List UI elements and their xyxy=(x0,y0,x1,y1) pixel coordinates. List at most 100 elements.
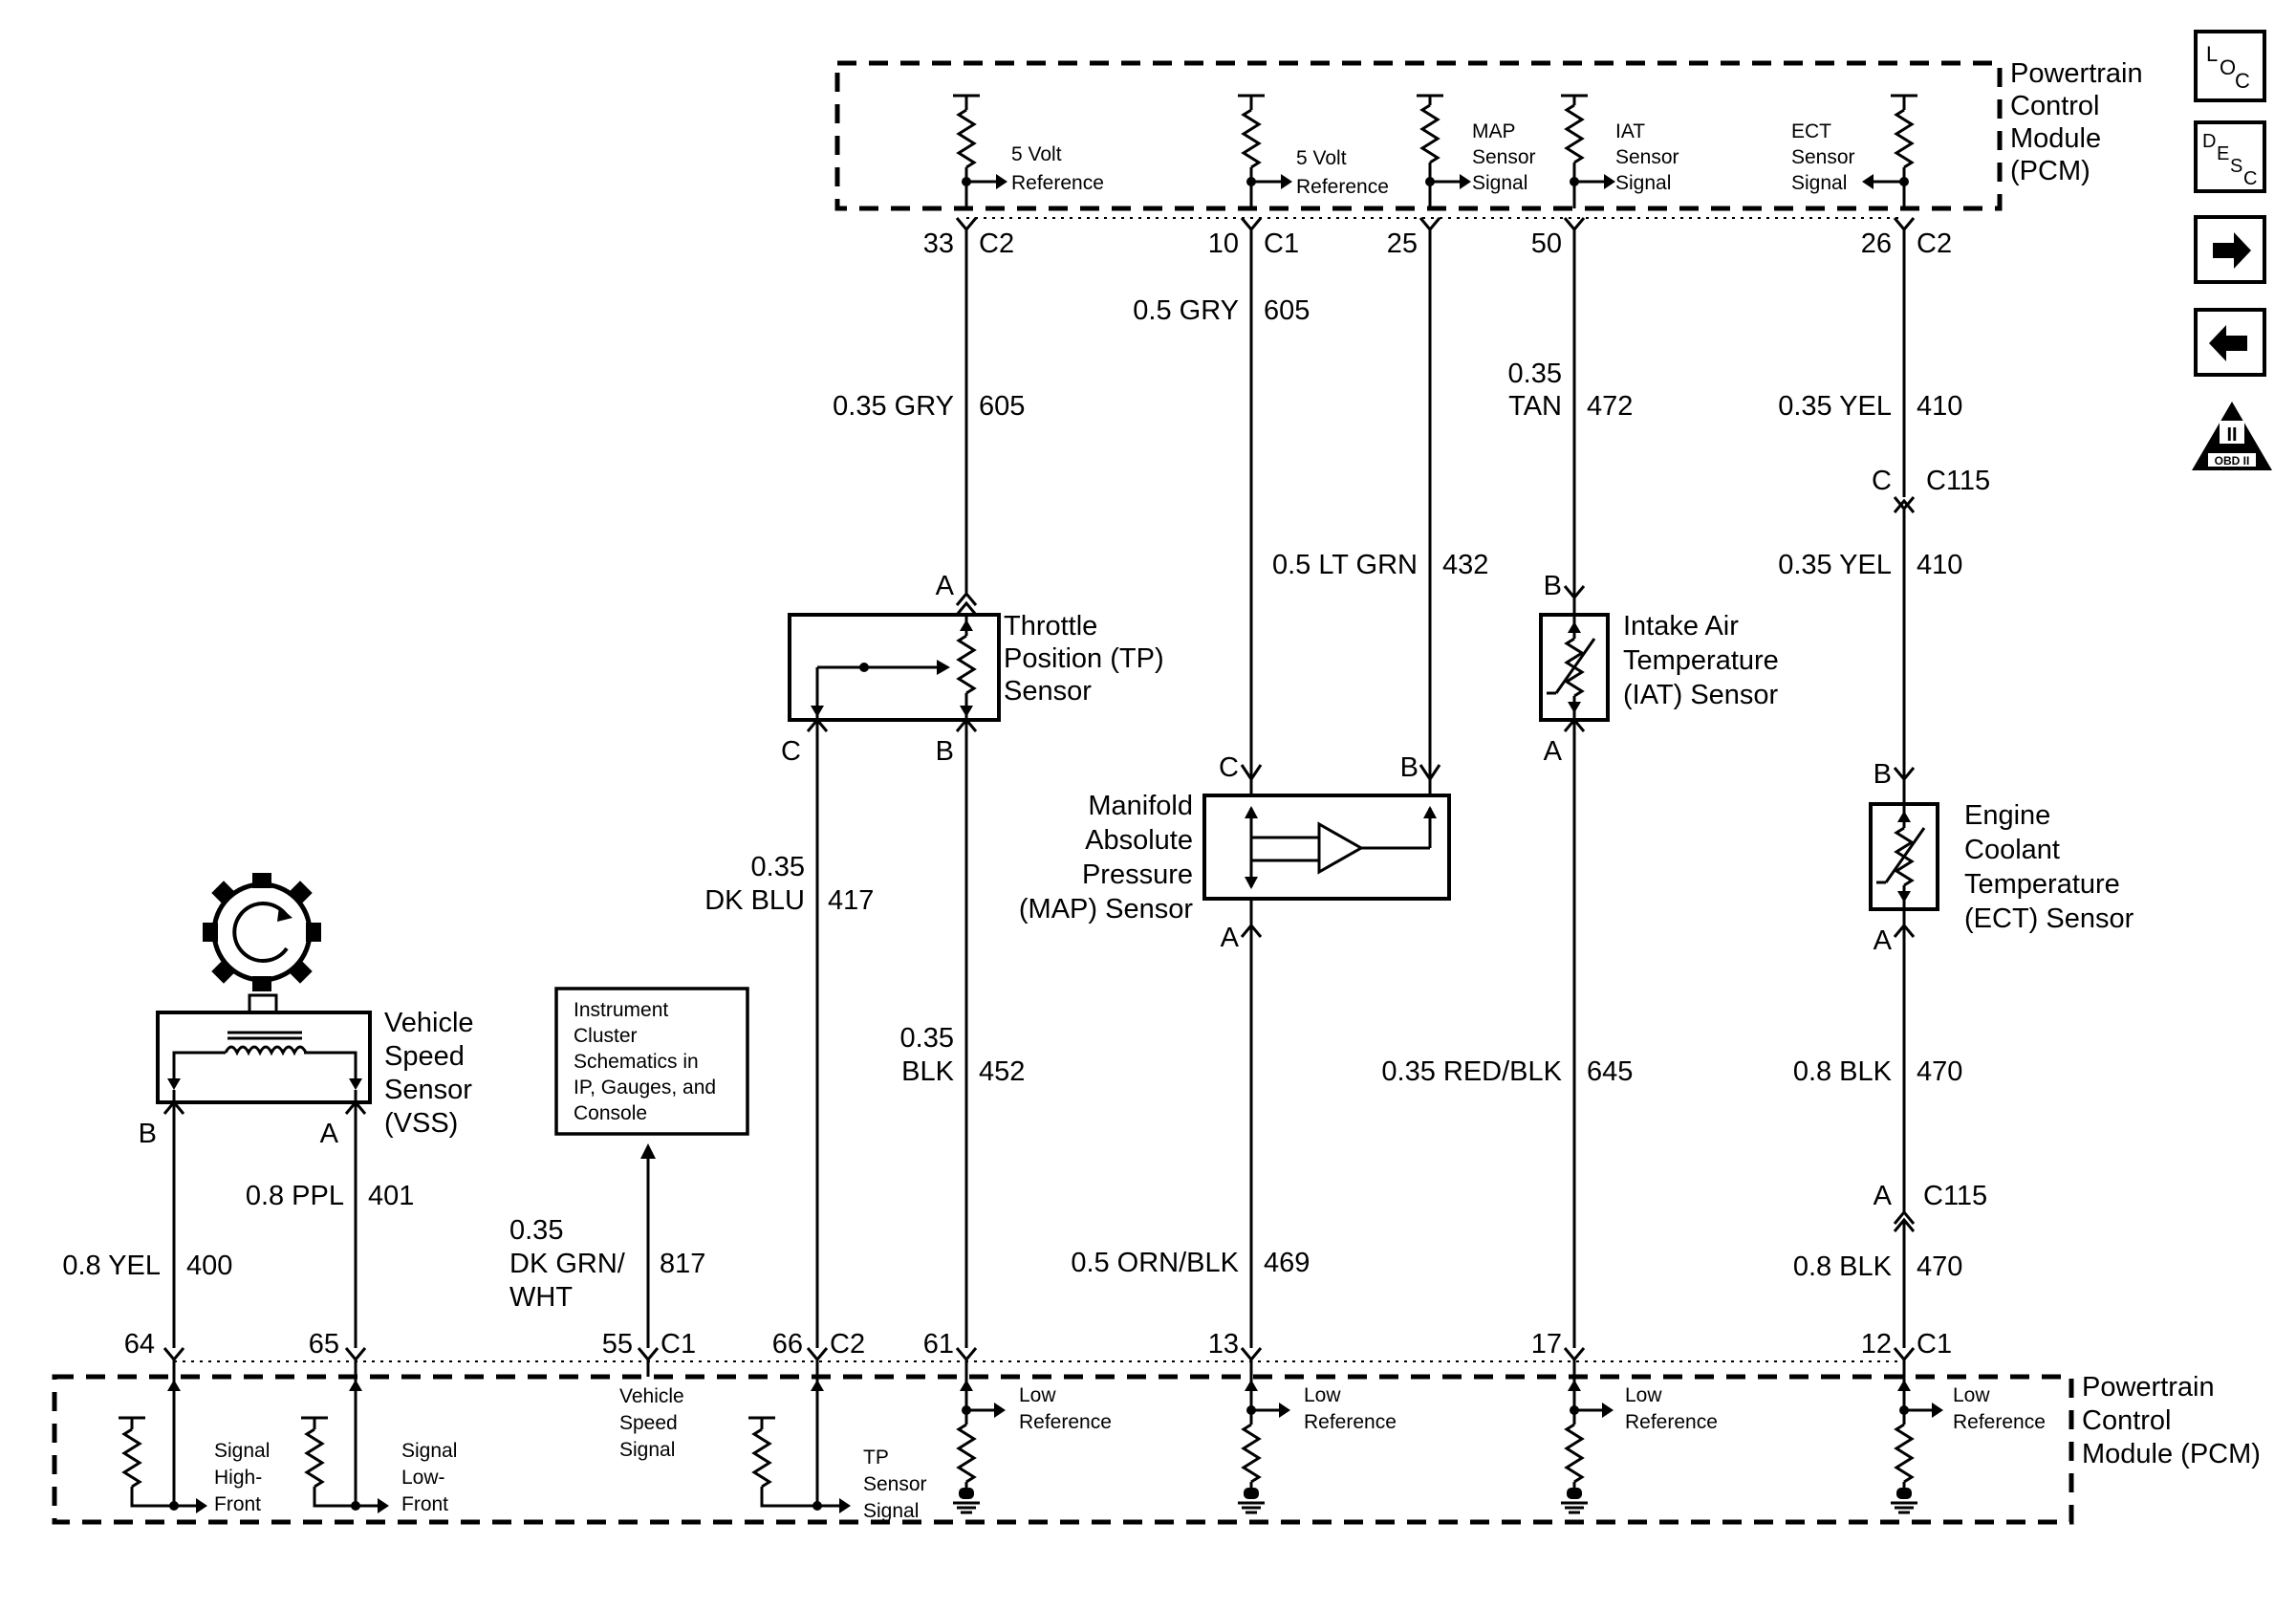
tp-sig-gauge-2: DK BLU xyxy=(704,885,805,916)
bottom-pins: 64 65 55 C1 66 C2 61 13 17 12 C1 xyxy=(124,1329,1952,1362)
vss-name-1: Vehicle xyxy=(384,1008,474,1038)
vss-name-2: Speed xyxy=(384,1041,465,1072)
svg-text:E: E xyxy=(2217,143,2229,164)
ect-sig-label-1: ECT xyxy=(1791,120,1831,142)
conn-c1-top-map: C1 xyxy=(1264,228,1299,259)
vss-low-pcm-label-1: Signal xyxy=(401,1440,457,1462)
tp-sensor: Throttle Position (TP) Sensor A B C xyxy=(781,571,1164,767)
pcm-low-ref-tp: Low Reference xyxy=(953,1360,1112,1514)
map-pin-c: C xyxy=(1219,752,1239,783)
ic-note-5: Console xyxy=(574,1102,647,1124)
obd-ii-icon[interactable]: II OBD II xyxy=(2192,402,2272,470)
ect-low-circuit-2: 470 xyxy=(1917,1251,1962,1282)
tp-sig-pcm-label-2: Sensor xyxy=(863,1473,927,1495)
map-name-2: Absolute xyxy=(1085,825,1193,856)
desc-icon[interactable]: D E S C xyxy=(2194,120,2266,193)
pin-26: 26 xyxy=(1861,228,1892,259)
top-pins: 33 C2 10 C1 25 50 26 C2 xyxy=(923,228,1952,259)
pin-65: 65 xyxy=(309,1329,339,1360)
tp-ref-label-1: 5 Volt xyxy=(1011,143,1062,165)
vss-low-pcm-label-3: Front xyxy=(401,1493,448,1515)
vss-sensor: Vehicle Speed Sensor (VSS) B A xyxy=(139,873,474,1149)
conn-c2-bottom-tp: C2 xyxy=(830,1329,865,1360)
conn-c1-bottom-ect: C1 xyxy=(1917,1329,1952,1360)
iat-pin-b: B xyxy=(1544,571,1562,601)
pcm-top-title-3: Module xyxy=(2010,123,2101,154)
iat-sig-gauge-1: 0.35 xyxy=(1508,359,1562,389)
prev-arrow-icon[interactable] xyxy=(2194,308,2266,377)
loc-icon[interactable]: L O C xyxy=(2194,30,2266,102)
iat-name-1: Intake Air xyxy=(1623,611,1739,642)
c115-cavity-c: C xyxy=(1872,466,1892,496)
vss-out-pcm-label-3: Signal xyxy=(619,1439,675,1461)
vss-out-gauge-1: 0.35 xyxy=(509,1215,563,1246)
map-sig-gauge: 0.5 LT GRN xyxy=(1272,550,1418,580)
pcm-tp-signal-circuit: TP Sensor Signal xyxy=(748,1360,927,1522)
iat-sensor: Intake Air Temperature (IAT) Sensor B A xyxy=(1539,571,1779,767)
pcm-low-ref-iat: Low Reference xyxy=(1561,1360,1718,1514)
tp-low-ref-label-1: Low xyxy=(1019,1384,1056,1406)
tp-name-2: Position (TP) xyxy=(1004,643,1164,674)
pcm-top-title-4: (PCM) xyxy=(2010,156,2090,186)
ect-name-2: Coolant xyxy=(1964,835,2060,865)
svg-text:O: O xyxy=(2220,55,2236,79)
vss-out-gauge-3: WHT xyxy=(509,1282,573,1313)
pcm-bottom-title-2: Control xyxy=(2082,1405,2172,1436)
map-name-1: Manifold xyxy=(1088,791,1193,821)
vss-name-4: (VSS) xyxy=(384,1108,458,1139)
ect-low-circuit: 470 xyxy=(1917,1056,1962,1087)
svg-text:C: C xyxy=(2235,69,2250,93)
c115-cavity-a: A xyxy=(1874,1181,1893,1211)
map-low-ref-label-2: Reference xyxy=(1304,1411,1397,1433)
tp-sig-gauge-1: 0.35 xyxy=(751,852,805,882)
pin-55: 55 xyxy=(602,1329,633,1360)
map-low-ref-label-1: Low xyxy=(1304,1384,1341,1406)
tp-sig-circuit: 417 xyxy=(828,885,874,916)
map-sig-label-2: Sensor xyxy=(1472,146,1536,168)
vss-pin-a: A xyxy=(320,1119,339,1149)
map-ref-label-2: Reference xyxy=(1296,176,1389,198)
iat-low-gauge: 0.35 RED/BLK xyxy=(1381,1056,1562,1087)
conn-c2-top-tp: C2 xyxy=(979,228,1014,259)
map-pin-a: A xyxy=(1221,923,1240,953)
tp-sig-pcm-label-3: Signal xyxy=(863,1500,919,1522)
tp-name-1: Throttle xyxy=(1004,611,1097,642)
ect-sig-gauge: 0.35 YEL xyxy=(1778,391,1892,422)
map-sig-label-3: Signal xyxy=(1472,172,1527,194)
map-ref-gauge: 0.5 GRY xyxy=(1133,295,1239,326)
iat-sig-label-2: Sensor xyxy=(1615,146,1679,168)
vss-low-gauge: 0.8 PPL xyxy=(246,1181,344,1211)
vss-high-pcm-label-3: Front xyxy=(214,1493,261,1515)
pin-25: 25 xyxy=(1387,228,1418,259)
pin-13: 13 xyxy=(1208,1329,1239,1360)
vss-out-circuit: 817 xyxy=(660,1249,705,1279)
pin-17: 17 xyxy=(1531,1329,1562,1360)
iat-low-ref-label-2: Reference xyxy=(1625,1411,1718,1433)
pin-10: 10 xyxy=(1208,228,1239,259)
iat-name-2: Temperature xyxy=(1623,645,1779,676)
ect-sig-circuit: 410 xyxy=(1917,391,1962,422)
vss-high-circuit: 400 xyxy=(186,1251,232,1281)
ic-note-3: Schematics in xyxy=(574,1051,699,1073)
next-arrow-icon[interactable] xyxy=(2194,215,2266,284)
vss-low-circuit: 401 xyxy=(368,1181,414,1211)
pcm-vss-low-circuit: Signal Low- Front xyxy=(301,1360,457,1515)
vss-pin-b: B xyxy=(139,1119,157,1149)
map-name-4: (MAP) Sensor xyxy=(1019,894,1193,925)
tp-pin-c: C xyxy=(781,736,801,767)
ect-sig-label-2: Sensor xyxy=(1791,146,1855,168)
obd-label: OBD II xyxy=(2215,454,2250,468)
tp-ref-circuit: 605 xyxy=(979,391,1025,422)
ect-name-4: (ECT) Sensor xyxy=(1964,903,2134,934)
pcm-bottom-title-3: Module (PCM) xyxy=(2082,1439,2261,1469)
iat-low-ref-label-1: Low xyxy=(1625,1384,1662,1406)
vss-name-3: Sensor xyxy=(384,1075,472,1105)
map-pin-b: B xyxy=(1400,752,1419,783)
side-icons: L O C D E S C II OBD II xyxy=(2192,30,2272,470)
map-name-3: Pressure xyxy=(1082,859,1193,890)
reluctor-wheel-icon xyxy=(203,873,321,991)
iat-sig-label-3: Signal xyxy=(1615,172,1671,194)
pcm-low-ref-ect: Low Reference xyxy=(1891,1360,2046,1514)
conn-c2-top-ect: C2 xyxy=(1917,228,1952,259)
svg-text:D: D xyxy=(2202,131,2216,152)
